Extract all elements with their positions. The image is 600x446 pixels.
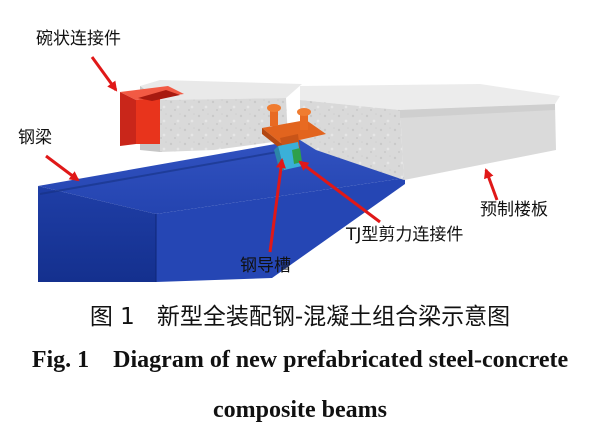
caption-english-line2: composite beams [0, 398, 600, 422]
tj-connector-bolt-left-head [267, 104, 281, 112]
label-steel-beam: 钢梁 [18, 130, 52, 147]
caption-cn-number: 图 1 [90, 304, 135, 330]
bowl-connector-front [120, 92, 136, 146]
arrow-bowl-connector [92, 57, 116, 90]
caption-cn-title: 新型全装配钢-混凝土组合梁示意图 [157, 304, 510, 330]
label-precast-slab: 预制楼板 [480, 202, 548, 219]
arrow-steel-beam [46, 156, 78, 180]
caption-english-line1: Fig. 1 Diagram of new prefabricated steel… [0, 348, 600, 372]
caption-chinese: 图 1 新型全装配钢-混凝土组合梁示意图 [0, 306, 600, 329]
caption-en-title-line1: Diagram of new prefabricated steel-concr… [113, 347, 568, 373]
label-bowl-connector: 碗状连接件 [36, 31, 121, 48]
arrow-precast-slab [486, 170, 497, 200]
caption-en-number: Fig. 1 [32, 347, 89, 373]
label-steel-guide-groove: 钢导槽 [240, 258, 291, 275]
label-tj-connector: TJ型剪力连接件 [346, 227, 463, 244]
bowl-connector-face [136, 97, 160, 144]
tj-connector-bolt-right-head [297, 108, 311, 116]
